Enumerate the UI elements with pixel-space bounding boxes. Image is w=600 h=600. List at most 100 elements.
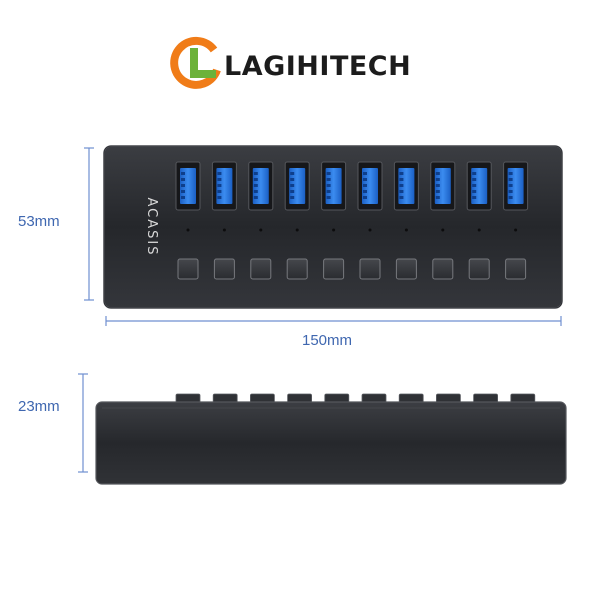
usb-port-pin: [290, 190, 295, 193]
power-button: [468, 258, 490, 280]
usb-port-pin: [508, 172, 513, 175]
usb-port-tongue: [252, 168, 269, 204]
usb-port-pin: [472, 184, 477, 187]
usb-port: [503, 161, 529, 211]
usb-port-pin: [181, 190, 185, 193]
brand-mark-icon: [170, 36, 221, 89]
usb-port-pin: [181, 172, 185, 175]
usb-port-tongue: [398, 168, 415, 204]
usb-port-pin: [508, 196, 513, 199]
usb-port-pin: [326, 172, 331, 175]
usb-port-pin: [326, 196, 331, 199]
usb-port-pin: [363, 178, 367, 181]
usb-port-tongue: [471, 168, 488, 204]
status-leds: [186, 228, 518, 232]
usb-port-pin: [181, 178, 185, 181]
usb-port-pin: [253, 196, 258, 199]
usb-port: [211, 161, 237, 211]
power-button: [177, 258, 199, 280]
status-led: [441, 228, 445, 232]
status-led: [404, 228, 408, 232]
usb-port-pin: [290, 172, 295, 175]
usb-port-tongue: [216, 168, 233, 204]
brand-logo: LAGIHITECH: [168, 36, 411, 92]
usb-hub-top-view: ACASIS: [103, 145, 563, 309]
usb-port-pin: [326, 178, 331, 181]
usb-port-tongue: [434, 168, 451, 204]
status-led: [186, 228, 190, 232]
usb-port-pin: [508, 184, 513, 187]
usb-port-pin: [472, 172, 477, 175]
usb-ports: [175, 161, 529, 211]
power-button: [432, 258, 454, 280]
usb-port-pin: [253, 172, 258, 175]
usb-port-pin: [363, 172, 367, 175]
usb-port-pin: [435, 184, 440, 187]
power-button: [359, 258, 381, 280]
status-led: [514, 228, 518, 232]
usb-port-pin: [399, 178, 404, 181]
usb-port-pin: [363, 190, 367, 193]
usb-port-pin: [435, 196, 440, 199]
power-button: [395, 258, 417, 280]
usb-port-pin: [363, 196, 367, 199]
usb-port-pin: [290, 196, 295, 199]
usb-port-pin: [217, 196, 222, 199]
usb-port-pin: [253, 184, 258, 187]
brand-name: LAGIHITECH: [224, 50, 412, 82]
width-dimension-label: 150mm: [302, 332, 353, 349]
power-button: [323, 258, 345, 280]
usb-port: [430, 161, 456, 211]
usb-port-pin: [253, 178, 258, 181]
usb-port: [466, 161, 492, 211]
usb-port-pin: [472, 178, 477, 181]
usb-port-pin: [253, 190, 258, 193]
usb-port: [248, 161, 274, 211]
usb-port-pin: [290, 184, 295, 187]
usb-port-pin: [217, 172, 222, 175]
usb-port-pin: [326, 184, 331, 187]
status-led: [295, 228, 299, 232]
usb-port-pin: [472, 196, 477, 199]
usb-port-tongue: [507, 168, 524, 204]
usb-port-tongue: [289, 168, 306, 204]
usb-port-tongue: [325, 168, 342, 204]
usb-port: [393, 161, 419, 211]
power-buttons: [177, 258, 527, 280]
usb-port-pin: [435, 190, 440, 193]
usb-hub-side-view: [95, 393, 567, 485]
usb-port-pin: [290, 178, 295, 181]
status-led: [222, 228, 226, 232]
usb-port-tongue: [362, 168, 378, 204]
power-button: [213, 258, 235, 280]
usb-port: [175, 161, 201, 211]
usb-port-pin: [399, 190, 404, 193]
usb-port-pin: [399, 196, 404, 199]
status-led: [477, 228, 481, 232]
status-led: [259, 228, 263, 232]
depth-dimension-label: 23mm: [18, 398, 60, 415]
power-button: [250, 258, 272, 280]
usb-port-pin: [326, 190, 331, 193]
usb-port-pin: [508, 190, 513, 193]
usb-port-pin: [472, 190, 477, 193]
usb-port-pin: [181, 184, 185, 187]
usb-port-pin: [435, 172, 440, 175]
usb-port: [357, 161, 383, 211]
usb-port-pin: [363, 184, 367, 187]
usb-port: [321, 161, 347, 211]
status-led: [332, 228, 336, 232]
usb-port-pin: [217, 184, 222, 187]
usb-port-pin: [399, 172, 404, 175]
usb-port-pin: [435, 178, 440, 181]
usb-port-pin: [181, 196, 185, 199]
usb-port-pin: [217, 178, 222, 181]
acasis-logo-text: ACASIS: [144, 198, 159, 257]
usb-port-pin: [217, 190, 222, 193]
power-button: [505, 258, 527, 280]
usb-port-pin: [508, 178, 513, 181]
usb-port-tongue: [180, 168, 196, 204]
height-dimension-label: 53mm: [18, 213, 60, 230]
status-led: [368, 228, 372, 232]
